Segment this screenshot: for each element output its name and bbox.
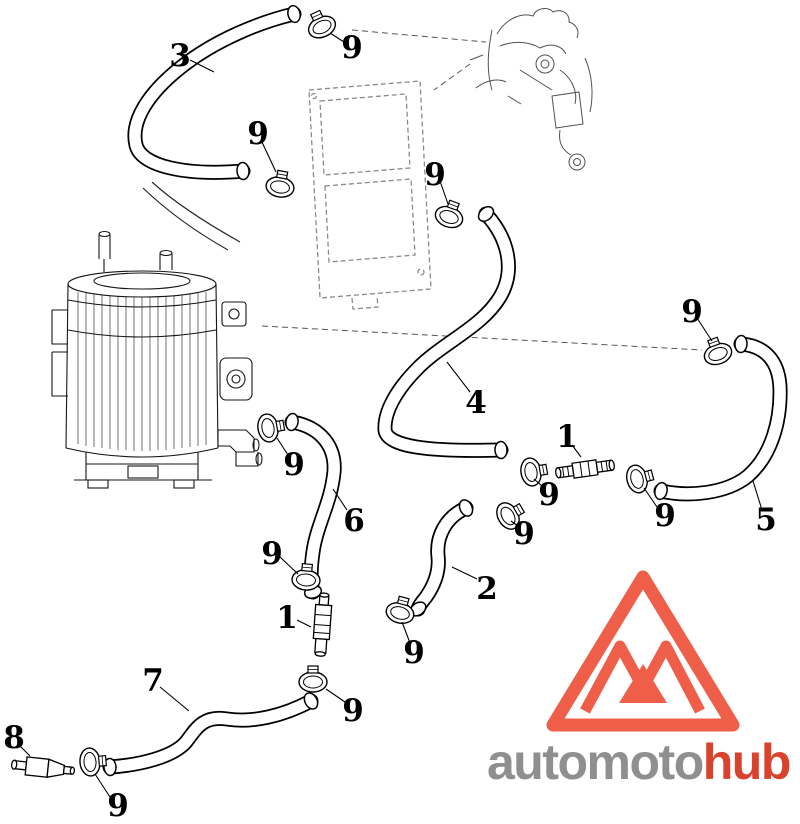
callout-leader-lines <box>17 32 763 798</box>
callout-clamp-hose6-bot: 9 <box>261 536 283 572</box>
hose-2 <box>409 499 474 617</box>
hose-7 <box>102 692 319 777</box>
inline-connector-right <box>555 459 615 479</box>
callout-hose-6: 6 <box>343 503 365 539</box>
brand-wordmark: automotohub <box>487 733 792 791</box>
hose-clamp-icon <box>301 5 340 43</box>
hose-clamp-icon <box>383 593 419 627</box>
hose-clamp-icon <box>78 745 108 778</box>
callout-hose-2: 2 <box>476 571 498 607</box>
callout-clamp-hose6-top: 9 <box>283 447 305 483</box>
callout-hose-3: 3 <box>169 38 191 74</box>
callout-clamp-hose2-top: 9 <box>513 516 535 552</box>
fuel-vapor-separator <box>51 230 263 489</box>
callout-clamp-top: 9 <box>341 30 363 66</box>
callout-clamp-conn-r: 9 <box>654 498 676 534</box>
check-valve <box>10 756 76 778</box>
brand-wordmark-accent: hub <box>702 734 792 790</box>
callout-clamp-hose5: 9 <box>681 294 703 330</box>
hose-5 <box>653 334 788 502</box>
brand-wordmark-gray: automoto <box>487 734 704 790</box>
callout-clamp-conn-l: 9 <box>538 477 560 513</box>
hose-4 <box>377 205 516 460</box>
callout-check-valve: 8 <box>3 720 25 756</box>
callout-clamp-hose7-bot: 9 <box>107 788 129 824</box>
callout-hose-4: 4 <box>465 385 487 421</box>
hose-clamp-icon <box>255 410 287 445</box>
callout-clamp-hose7-top: 9 <box>342 693 364 729</box>
callout-clamp-hose3: 9 <box>247 116 269 152</box>
hose-clamp-icon <box>698 333 736 369</box>
fuel-line-sketch <box>142 181 241 251</box>
callout-connector-center: 1 <box>276 600 298 636</box>
brand-triangle-fill-icon <box>619 664 667 703</box>
hose-clamp-icon <box>623 460 657 496</box>
inline-connector-center <box>312 592 333 657</box>
callout-hose-7: 7 <box>142 663 164 699</box>
dashed-reference-lines <box>261 29 703 351</box>
hose-clamp-icon <box>431 196 469 232</box>
hose-3 <box>127 4 302 181</box>
callout-connector-right: 1 <box>556 419 578 455</box>
hose-clamp-icon <box>298 665 328 693</box>
engine-reference-sketch <box>469 8 593 171</box>
callout-hose-5: 5 <box>755 502 777 538</box>
callout-labels: 3 9 9 9 9 4 1 9 9 5 9 6 9 9 2 9 1 9 7 8 … <box>3 30 777 824</box>
ecm-module-outline <box>308 80 432 310</box>
hose-clamp-icon <box>263 168 298 200</box>
callout-clamp-hose2-bot: 9 <box>403 635 425 671</box>
callout-clamp-hose4: 9 <box>424 157 446 193</box>
brand-watermark-logo <box>546 570 740 732</box>
brand-triangle-icon <box>546 570 740 732</box>
